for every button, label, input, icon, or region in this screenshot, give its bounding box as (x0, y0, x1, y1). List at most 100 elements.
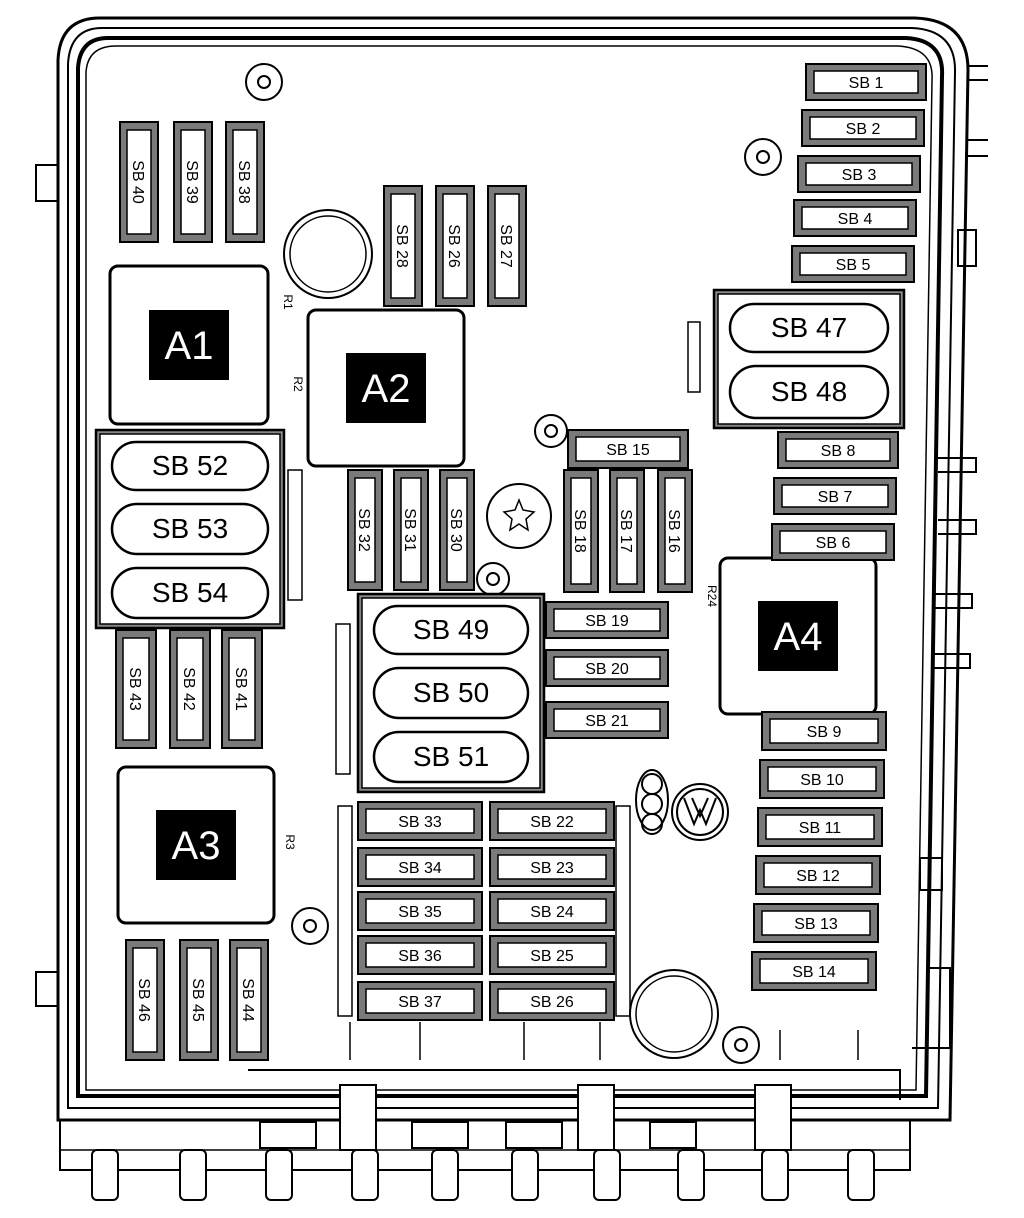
fuse-sb-20[interactable]: SB 20 (545, 649, 669, 687)
fuse-sb-45[interactable]: SB 45 (179, 939, 219, 1061)
fuse-sb-22[interactable]: SB 22 (489, 801, 615, 841)
fuse-label: SB 31 (401, 508, 418, 552)
fuse-label: SB 3 (842, 167, 877, 184)
fuse-label: SB 10 (800, 772, 844, 789)
relay-label: A4 (774, 615, 823, 659)
fuse-sb-16[interactable]: SB 16 (657, 469, 693, 593)
fuse-sb-27[interactable]: SB 27 (487, 185, 527, 307)
fuse-sb-44[interactable]: SB 44 (229, 939, 269, 1061)
fuse-sb-26[interactable]: SB 26 (435, 185, 475, 307)
fuse-sb-12[interactable]: SB 12 (755, 855, 881, 895)
fuse-sb-30[interactable]: SB 30 (439, 469, 475, 591)
fuse-label: SB 53 (152, 513, 228, 544)
fuse-sb-36[interactable]: SB 36 (357, 935, 483, 975)
fuse-sb-43[interactable]: SB 43 (115, 629, 157, 749)
fuse-label: SB 39 (183, 160, 200, 204)
fuse-label: SB 13 (794, 916, 838, 933)
fuse-label: SB 2 (846, 121, 881, 138)
fuse-sb-3[interactable]: SB 3 (797, 155, 921, 193)
fuse-sb-4[interactable]: SB 4 (793, 199, 917, 237)
fuse-label: SB 50 (413, 677, 489, 708)
fuse-label: SB 44 (239, 978, 256, 1022)
fuse-label: SB 6 (816, 535, 851, 552)
fuse-label: SB 5 (836, 257, 871, 274)
fuse-sb-18[interactable]: SB 18 (563, 469, 599, 593)
fuse-label: SB 42 (180, 667, 197, 711)
fuse-sb-2[interactable]: SB 2 (801, 109, 925, 147)
fuse-label: SB 1 (849, 75, 884, 92)
fuse-sb-6[interactable]: SB 6 (771, 523, 895, 561)
fuse-sb-39[interactable]: SB 39 (173, 121, 213, 243)
fuse-sb-25[interactable]: SB 25 (489, 935, 615, 975)
fuse-sb-1[interactable]: SB 1 (805, 63, 927, 101)
relay-label-box (156, 810, 236, 880)
fuse-sb-32[interactable]: SB 32 (347, 469, 383, 591)
fuse-label: SB 26 (530, 994, 574, 1011)
fuse-label: SB 48 (771, 376, 847, 407)
fuse-sb-40[interactable]: SB 40 (119, 121, 159, 243)
relay-tag: R3 (283, 834, 297, 850)
fuse-sb-8[interactable]: SB 8 (777, 431, 899, 469)
wire-tracks (287, 321, 859, 1060)
fuse-sb-15[interactable]: SB 15 (567, 429, 689, 469)
fuse-sb-14[interactable]: SB 14 (751, 951, 877, 991)
fuse-sb-34[interactable]: SB 34 (357, 847, 483, 887)
fuse-sb-49[interactable]: SB 49 (372, 604, 530, 656)
fuse-sb-21[interactable]: SB 21 (545, 701, 669, 739)
fuse-sb-47[interactable]: SB 47 (728, 302, 890, 354)
fuse-sb-19[interactable]: SB 19 (545, 601, 669, 639)
fuse-label: SB 11 (799, 820, 842, 837)
fuse-label: SB 21 (585, 713, 629, 730)
fuse-label: SB 20 (585, 661, 629, 678)
fuse-sb-38[interactable]: SB 38 (225, 121, 265, 243)
fuse-sb-52[interactable]: SB 52 (110, 440, 270, 492)
fuse-label: SB 32 (355, 508, 372, 552)
fuse-label: SB 45 (189, 978, 206, 1022)
vw-logo-icon (635, 769, 729, 841)
fuse-sb-50[interactable]: SB 50 (372, 666, 530, 720)
relay-label-box (149, 310, 229, 380)
fuse-label: SB 51 (413, 741, 489, 772)
fuse-sb-53[interactable]: SB 53 (110, 502, 270, 556)
fuse-sb-48[interactable]: SB 48 (728, 364, 890, 420)
fuse-label: SB 36 (398, 948, 442, 965)
fuse-label: SB 35 (398, 904, 442, 921)
fuse-sb-17[interactable]: SB 17 (609, 469, 645, 593)
fuse-label: SB 40 (129, 160, 146, 204)
fuse-sb-26[interactable]: SB 26 (489, 981, 615, 1021)
fuse-sb-9[interactable]: SB 9 (761, 711, 887, 751)
fuse-label: SB 9 (807, 724, 842, 741)
fuse-label: SB 19 (585, 613, 629, 630)
fuse-sb-23[interactable]: SB 23 (489, 847, 615, 887)
fuse-sb-7[interactable]: SB 7 (773, 477, 897, 515)
fuse-sb-51[interactable]: SB 51 (372, 730, 530, 784)
fuse-sb-35[interactable]: SB 35 (357, 891, 483, 931)
fuse-sb-11[interactable]: SB 11 (757, 807, 883, 847)
fuse-sb-33[interactable]: SB 33 (357, 801, 483, 841)
fuse-sb-5[interactable]: SB 5 (791, 245, 915, 283)
fuse-label: SB 17 (617, 509, 634, 553)
fuse-sb-46[interactable]: SB 46 (125, 939, 165, 1061)
relay-tag: R2 (291, 376, 305, 392)
relay-tag: R1 (281, 294, 295, 310)
fuse-sb-41[interactable]: SB 41 (221, 629, 263, 749)
fuse-sb-24[interactable]: SB 24 (489, 891, 615, 931)
fuse-sb-10[interactable]: SB 10 (759, 759, 885, 799)
fuse-label: SB 33 (398, 814, 442, 831)
fuse-label: SB 12 (796, 868, 840, 885)
fuse-sb-37[interactable]: SB 37 (357, 981, 483, 1021)
fuse-label: SB 52 (152, 450, 228, 481)
fuse-sb-31[interactable]: SB 31 (393, 469, 429, 591)
fuse-sb-54[interactable]: SB 54 (110, 566, 270, 620)
fuse-sb-13[interactable]: SB 13 (753, 903, 879, 943)
fuse-label: SB 25 (530, 948, 574, 965)
fuse-sb-28[interactable]: SB 28 (383, 185, 423, 307)
fuse-label: SB 18 (571, 509, 588, 553)
fuse-label: SB 7 (818, 489, 853, 506)
fuse-sb-42[interactable]: SB 42 (169, 629, 211, 749)
